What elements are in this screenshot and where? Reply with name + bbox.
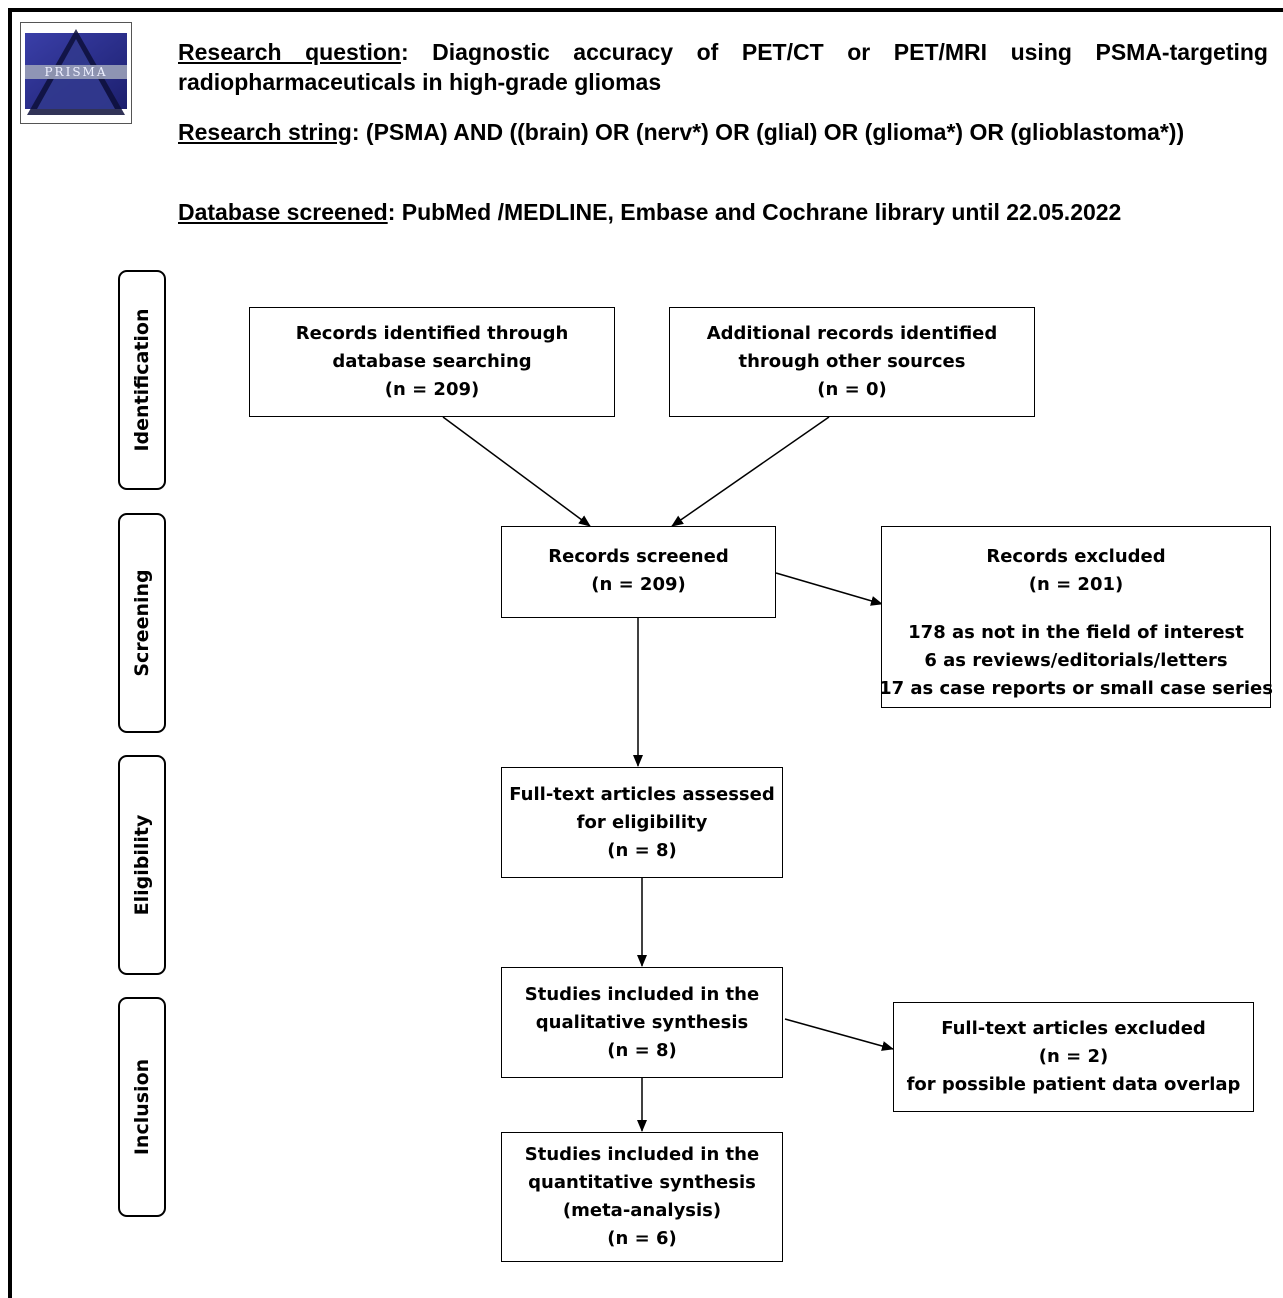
- quantitative-line1: Studies included in the: [524, 1144, 760, 1165]
- other-records-count: (n = 0): [817, 379, 887, 400]
- db-records-count: (n = 209): [384, 379, 480, 400]
- fulltext-excluded-count: (n = 2): [1038, 1046, 1109, 1067]
- excluded-reason-2: 6 as reviews/editorials/letters: [924, 650, 1228, 671]
- qualitative-line1: Studies included in the: [524, 983, 760, 1005]
- excluded-reason-1: 178 as not in the field of interest: [908, 622, 1244, 643]
- database-screened: Database screened: PubMed /MEDLINE, Emba…: [178, 199, 1122, 225]
- fulltext-excluded-line1: Full-text articles excluded: [941, 1018, 1206, 1039]
- fulltext-line2: for eligibility: [576, 811, 708, 833]
- excluded-line1: Records excluded: [986, 546, 1166, 567]
- stage-screening: Screening: [118, 513, 166, 733]
- box-records-excluded: Records excluded (n = 201) 178 as not in…: [879, 526, 1273, 708]
- stage-inclusion: Inclusion: [118, 997, 166, 1217]
- research-question-text: Diagnostic accuracy of PET/CT or PET/MRI…: [178, 39, 1268, 95]
- qualitative-line2: qualitative synthesis: [535, 1011, 749, 1033]
- box-other-records: Additional records identified through ot…: [669, 307, 1035, 417]
- arrow-screened-to-excluded: [775, 572, 883, 606]
- arrow-other-to-screened: [671, 416, 830, 527]
- box-database-records: Records identified through database sear…: [249, 307, 615, 417]
- excluded-count: (n = 201): [1028, 574, 1124, 595]
- screened-count: (n = 209): [591, 574, 686, 595]
- quantitative-line3: (meta-analysis): [562, 1200, 722, 1221]
- database-label: Database screened: [178, 199, 388, 225]
- research-question-label: Research question: [178, 39, 401, 65]
- research-string: Research string: (PSMA) AND ((brain) OR …: [178, 119, 1185, 145]
- other-records-line1: Additional records identified: [706, 323, 998, 344]
- fulltext-count: (n = 8): [607, 839, 677, 861]
- fulltext-line1: Full-text articles assessed: [509, 783, 775, 805]
- quantitative-count: (n = 6): [607, 1228, 677, 1249]
- db-records-line1: Records identified through: [295, 323, 569, 344]
- quantitative-line2: quantitative synthesis: [528, 1172, 756, 1193]
- database-text: PubMed /MEDLINE, Embase and Cochrane lib…: [401, 199, 1122, 225]
- box-quantitative-synthesis: Studies included in the quantitative syn…: [501, 1132, 783, 1262]
- box-fulltext-assessed: Full-text articles assessed for eligibil…: [501, 767, 783, 878]
- research-question: Research question: Diagnostic accuracy o…: [178, 39, 1268, 95]
- stage-eligibility: Eligibility: [118, 755, 166, 975]
- excluded-reason-3: 17 as case reports or small case series: [879, 678, 1273, 699]
- box-qualitative-synthesis: Studies included in the qualitative synt…: [501, 967, 783, 1078]
- db-records-line2: database searching: [332, 351, 532, 372]
- arrow-db-to-screened: [442, 416, 591, 527]
- prisma-logo: PRISMA: [20, 22, 132, 124]
- screened-line1: Records screened: [548, 546, 729, 567]
- fulltext-excluded-reason: for possible patient data overlap: [906, 1074, 1241, 1095]
- other-records-line2: through other sources: [738, 351, 966, 372]
- logo-text: PRISMA: [44, 65, 107, 79]
- research-string-label: Research string: [178, 119, 352, 145]
- box-records-screened: Records screened (n = 209): [501, 526, 776, 618]
- qualitative-count: (n = 8): [607, 1039, 677, 1061]
- research-string-text: (PSMA) AND ((brain) OR (nerv*) OR (glial…: [365, 119, 1185, 145]
- box-fulltext-excluded: Full-text articles excluded (n = 2) for …: [893, 1002, 1254, 1112]
- figure-frame: [8, 8, 1283, 1298]
- arrow-qualitative-to-excluded: [784, 1018, 894, 1051]
- prisma-logo-graphic: PRISMA: [23, 25, 129, 121]
- stage-identification: Identification: [118, 270, 166, 490]
